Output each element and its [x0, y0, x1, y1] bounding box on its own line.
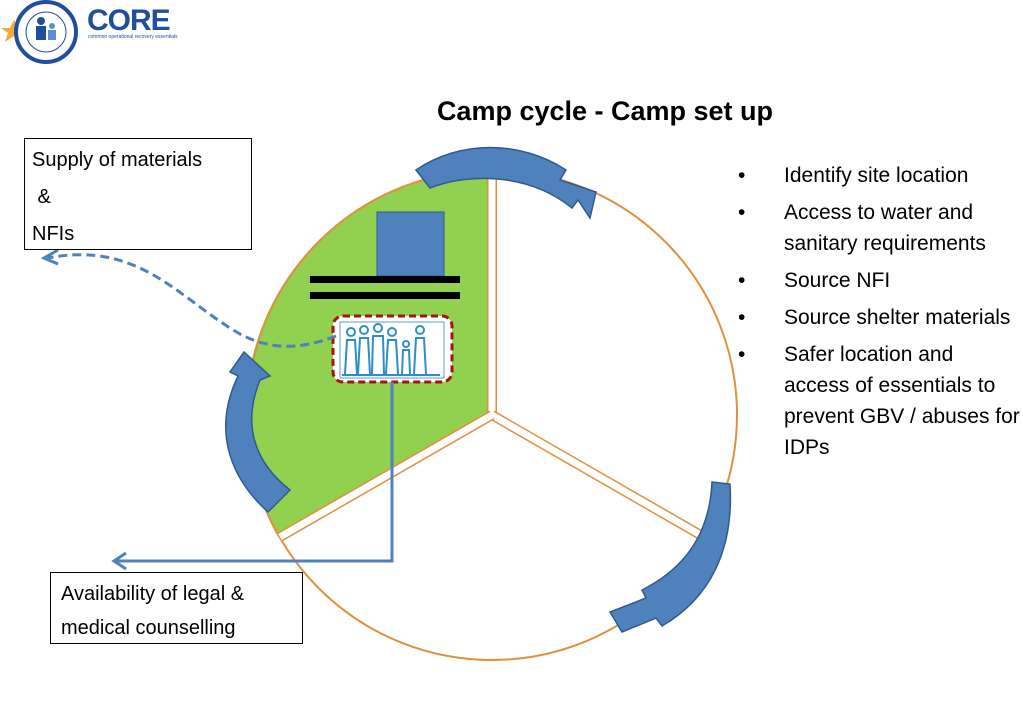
bullet-icon: •	[738, 164, 746, 187]
list-item: • Safer location and access of essentials…	[735, 339, 1020, 463]
list-item-text: Source NFI	[784, 269, 891, 292]
bullet-icon: •	[738, 269, 746, 292]
list-item-text: Safer location and access of essentials …	[784, 343, 1020, 459]
legal-line-1: Availability of legal &	[61, 583, 245, 605]
cycle-arrow-left	[225, 350, 292, 514]
page-title: Camp cycle - Camp set up	[436, 96, 774, 126]
logo-wordmark: CORE	[87, 4, 171, 37]
people-group-icon	[339, 321, 445, 379]
legal-counselling-box: Availability of legal & medical counsell…	[50, 572, 303, 644]
legal-line-2: medical counselling	[61, 617, 236, 639]
core-logo: CORE common operational recovery essenti…	[0, 0, 200, 66]
bullet-icon: •	[738, 343, 746, 366]
logo-tagline: common operational recovery essentials	[88, 34, 178, 40]
shelter-block-icon	[376, 211, 445, 277]
supply-line-1: Supply of materials	[32, 149, 203, 171]
legal-connector	[116, 382, 394, 563]
supply-materials-box: Supply of materials & NFIs	[24, 138, 252, 250]
list-item: • Identify site location	[735, 160, 1020, 191]
bullet-icon: •	[738, 201, 746, 224]
cycle-arrow-right	[608, 481, 732, 633]
supply-connector-dashed	[47, 253, 337, 348]
shelter-bar-bottom	[310, 292, 460, 299]
supply-line-3: NFIs	[32, 223, 75, 245]
supply-line-2: &	[32, 186, 51, 208]
bullet-icon: •	[738, 306, 746, 329]
legal-arrowhead-icon	[111, 551, 127, 571]
list-item-text: Source shelter materials	[784, 306, 1011, 329]
supply-arrowhead-icon	[40, 248, 59, 266]
list-item: • Source NFI	[735, 265, 1020, 296]
shelter-bar-top	[310, 276, 460, 283]
list-item-text: Access to water and sanitary requirement…	[784, 201, 986, 255]
segment-dividers	[277, 170, 707, 542]
list-item: • Access to water and sanitary requiremen…	[735, 197, 1020, 259]
cycle-arrow-top	[414, 146, 597, 220]
list-item-text: Identify site location	[784, 164, 969, 187]
setup-steps-list: • Identify site location • Access to water…	[735, 160, 1020, 469]
list-item: • Source shelter materials	[735, 302, 1020, 333]
core-emblem-icon	[1, 0, 78, 64]
